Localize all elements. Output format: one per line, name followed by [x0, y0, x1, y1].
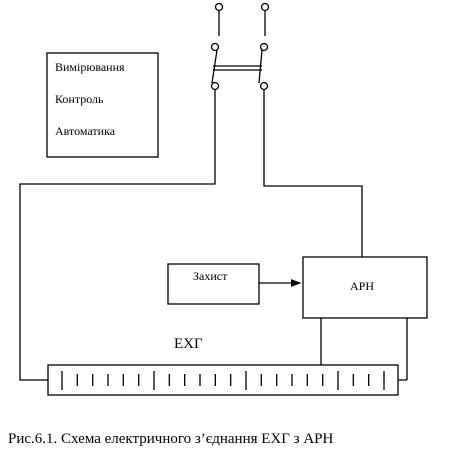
battery-cells — [61, 371, 385, 390]
info-item-control: Контроль — [55, 92, 104, 106]
arn-box — [302, 256, 428, 319]
info-box — [46, 52, 159, 158]
figure-caption: Рис.6.1. Схема електричного з’єднання ЕХ… — [8, 431, 334, 447]
protection-box — [167, 263, 260, 305]
battery-box — [47, 364, 399, 396]
double-switch — [210, 2, 270, 91]
info-item-automation: Автоматика — [55, 124, 116, 138]
wires — [19, 89, 408, 381]
info-item-measurement: Вимірювання — [55, 60, 125, 74]
battery-label: ЕХГ — [174, 336, 203, 352]
arn-label: АРН — [350, 279, 375, 293]
protection-label: Захист — [193, 269, 228, 283]
